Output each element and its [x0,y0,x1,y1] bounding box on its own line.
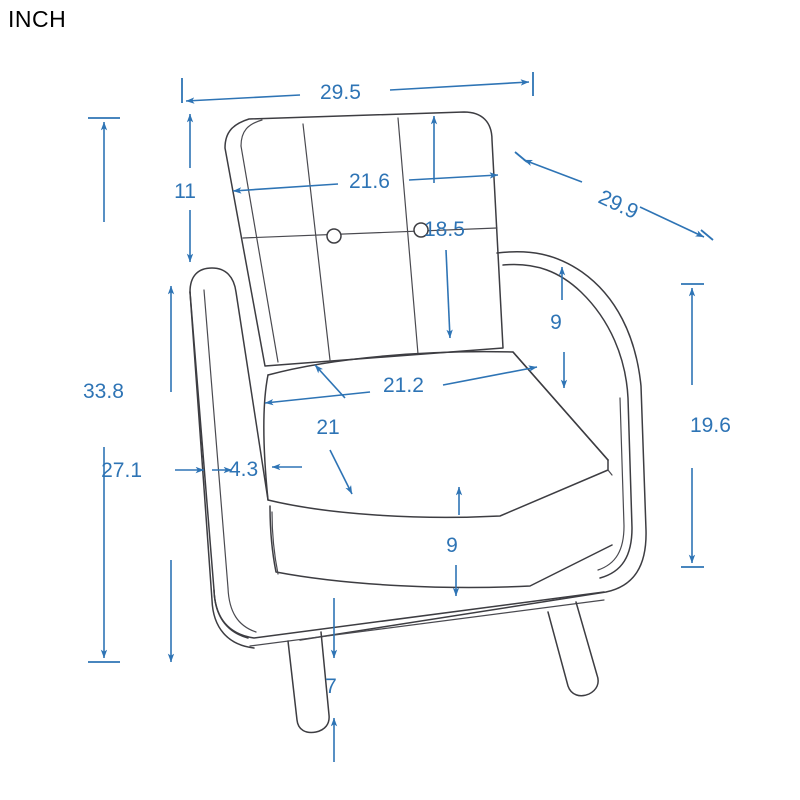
dimension-annotations: 29.5 21.6 11 29.9 18.5 9 [83,72,731,762]
dim-label-7: 7 [325,675,337,698]
dim-21-arrow-downright [329,449,353,495]
dim-21_6-arrow-left [232,183,339,194]
tuft-button-right [413,222,429,238]
dim-21_2-arrow-right [442,365,538,386]
dim-label-29_9: 29.9 [595,186,642,224]
dim-label-33_8: 33.8 [83,380,124,403]
dim-21_2-arrow-left [264,391,371,406]
dim-29_5-arrow-left [185,94,301,104]
dim-18_5-arrow-down [445,249,453,339]
dim-29_9-arrow-start [523,159,583,183]
tuft-button-left [326,228,342,244]
unit-label-text: INCH [8,6,67,32]
unit-label: INCH [8,6,66,33]
dim-label-9-seat: 9 [446,534,458,557]
dim-label-9-arm: 9 [550,311,562,334]
dim-21-arrow-upleft [314,364,346,399]
dim-label-18_5: 18.5 [424,218,465,241]
dim-29_9-tick-end [700,229,714,241]
dim-label-27_1: 27.1 [101,459,142,482]
dim-label-21_6: 21.6 [349,170,390,193]
dim-label-4_3: 4.3 [229,458,258,481]
dim-label-11: 11 [174,180,196,203]
dim-label-21_2: 21.2 [383,374,424,397]
dim-label-21: 21 [316,416,339,439]
dim-21_6-arrow-right [408,172,499,181]
dim-29_5-arrow-right [389,79,530,91]
dim-29_9-arrow-end [639,206,705,238]
dim-label-19_6: 19.6 [690,414,731,437]
dim-label-29_5: 29.5 [320,81,361,104]
chair-outline [189,111,647,734]
